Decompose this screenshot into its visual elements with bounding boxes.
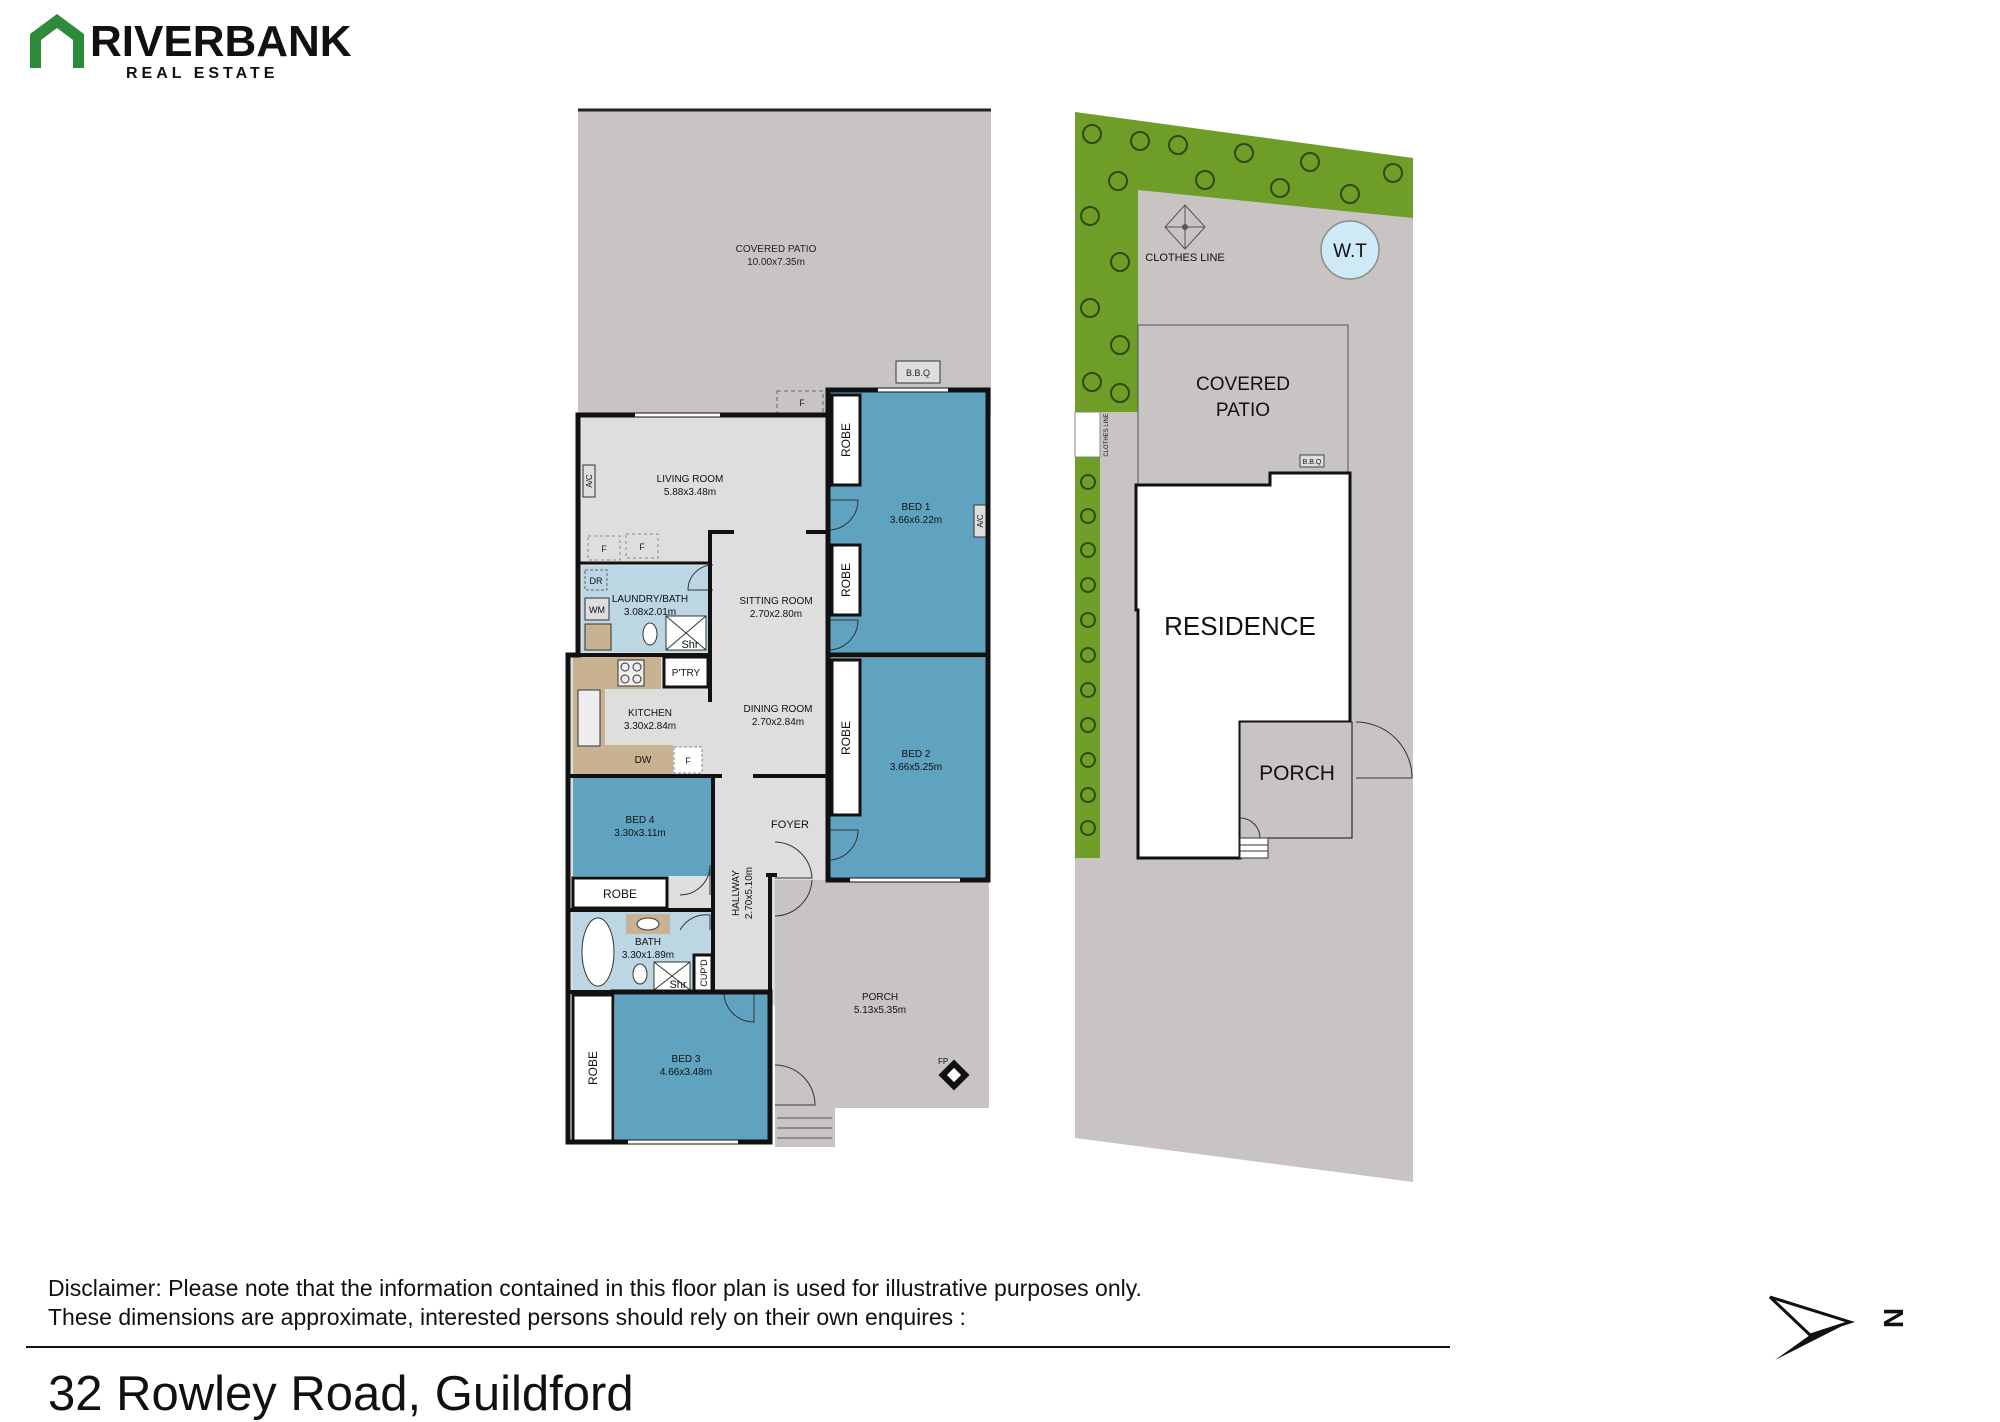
water-tank — [1320, 220, 1380, 280]
kitchen-label: KITCHEN — [628, 708, 672, 719]
kitchen-bench-bottom — [573, 745, 673, 775]
garden-trees — [1080, 124, 1403, 836]
bed-1-label: BED 1 — [902, 502, 931, 513]
bed-2-robe — [830, 658, 862, 817]
svg-text:WM: WM — [589, 605, 605, 615]
washing-machine — [584, 597, 610, 621]
laundry-size: 3.08x2.01m — [624, 607, 676, 618]
svg-text:F: F — [601, 544, 607, 554]
svg-text:B.B.Q: B.B.Q — [1303, 459, 1322, 466]
svg-text:F: F — [685, 756, 691, 766]
bed-1-size: 3.66x6.22m — [890, 515, 942, 526]
dining-room-label: DINING ROOM — [744, 704, 813, 715]
svg-text:P'TRY: P'TRY — [672, 668, 701, 679]
north-arrow-icon: N — [1768, 1295, 1909, 1360]
kitchen-fridge — [673, 746, 703, 774]
site-clothes-line — [1074, 411, 1101, 458]
house-logo-icon — [30, 14, 84, 68]
brand-name: RIVERBANK — [90, 17, 352, 66]
laundry-tub — [584, 623, 612, 651]
bbq-label: B.B.Q — [906, 368, 930, 378]
covered-patio-size: 10.00x7.35m — [747, 257, 805, 268]
bath-size: 3.30x1.89m — [622, 950, 674, 961]
patio-fridge-label: F — [799, 398, 805, 408]
disclaimer-line-2: These dimensions are approximate, intere… — [48, 1304, 966, 1330]
lawn-garden — [1075, 112, 1413, 858]
site-porch-label: PORCH — [1259, 762, 1335, 785]
svg-text:ROBE: ROBE — [586, 1051, 600, 1085]
bed-3-size: 4.66x3.48m — [660, 1067, 712, 1078]
windows — [628, 388, 960, 1144]
bed-4-label: BED 4 — [626, 815, 655, 826]
bathtub — [581, 917, 615, 987]
svg-text:A/C: A/C — [585, 474, 594, 488]
dryer — [584, 569, 608, 591]
site-bbq — [1299, 454, 1325, 468]
bed-2-size: 3.66x5.25m — [890, 762, 942, 773]
house-floor-plan: COVERED PATIO 10.00x7.35m B.B.Q F BED 1 … — [565, 108, 991, 1147]
svg-text:A/C: A/C — [976, 514, 985, 528]
svg-text:ROBE: ROBE — [839, 563, 853, 597]
svg-text:FP: FP — [938, 1057, 948, 1066]
living-fridge-1 — [587, 535, 621, 561]
bed-3-label: BED 3 — [672, 1054, 701, 1065]
laundry-toilet — [642, 622, 658, 646]
site-plan: CLOTHES LINE — [1074, 112, 1413, 1182]
riverbank-logo: RIVERBANK REAL ESTATE — [30, 14, 352, 82]
site-porch — [1239, 721, 1353, 839]
brand-tagline: REAL ESTATE — [126, 65, 278, 82]
living-room-size: 5.88x3.48m — [664, 487, 716, 498]
sitting-room-size: 2.70x2.80m — [750, 609, 802, 620]
bath-toilet — [632, 963, 648, 985]
footer-divider — [26, 1346, 1450, 1348]
svg-text:DR: DR — [590, 576, 603, 586]
laundry-label: LAUNDRY/BATH — [612, 594, 688, 605]
disclaimer: Disclaimer: Please note that the informa… — [48, 1274, 1142, 1332]
bath-label: BATH — [635, 937, 661, 948]
svg-text:Shr: Shr — [681, 639, 698, 651]
site-porch-steps — [1239, 837, 1269, 859]
residence-label: RESIDENCE — [1164, 611, 1316, 641]
bed-1-robe-lower — [830, 543, 862, 617]
svg-text:CUP'D: CUP'D — [699, 959, 709, 987]
foyer-label: FOYER — [771, 819, 809, 831]
bed-2-label: BED 2 — [902, 749, 931, 760]
dishwasher-label: DW — [635, 755, 652, 766]
bed-4-size: 3.30x3.11m — [614, 828, 666, 839]
clothes-line-label: CLOTHES LINE — [1145, 252, 1224, 264]
svg-text:ROBE: ROBE — [839, 423, 853, 457]
hallway-label: HALLWAY — [731, 870, 742, 916]
bed-3 — [615, 992, 770, 1142]
hallway-size: 2.70x5.10m — [744, 867, 755, 919]
living-room-label: LIVING ROOM — [657, 474, 724, 485]
bed-1-robe-upper — [830, 393, 862, 487]
porch-steps — [777, 1117, 832, 1139]
living-fridge-2 — [625, 533, 659, 559]
svg-text:ROBE: ROBE — [603, 887, 637, 901]
living-ac — [582, 464, 596, 498]
sitting-room-label: SITTING ROOM — [739, 596, 812, 607]
svg-text:Shr: Shr — [669, 979, 686, 991]
site-patio-label-2: PATIO — [1216, 400, 1270, 421]
dining-room-size: 2.70x2.84m — [752, 717, 804, 728]
svg-text:F: F — [639, 542, 645, 552]
property-address: 32 Rowley Road, Guildford — [48, 1367, 634, 1421]
svg-text:CLOTHES LINE: CLOTHES LINE — [1104, 413, 1110, 456]
kitchen-sink — [577, 689, 601, 747]
porch-size: 5.13x5.35m — [854, 1005, 906, 1016]
north-label: N — [1878, 1308, 1909, 1328]
porch-label: PORCH — [862, 992, 898, 1003]
svg-text:ROBE: ROBE — [839, 721, 853, 755]
bbq — [895, 360, 941, 384]
water-tank-label: W.T — [1333, 241, 1367, 262]
bed-4 — [573, 778, 713, 876]
covered-patio-label: COVERED PATIO — [736, 244, 817, 255]
kitchen-size: 3.30x2.84m — [624, 721, 676, 732]
disclaimer-line-1: Disclaimer: Please note that the informa… — [48, 1275, 1142, 1301]
clothes-line-icon — [1164, 204, 1206, 250]
bed-4-robe — [571, 876, 669, 910]
site-patio-label-1: COVERED — [1196, 374, 1290, 395]
